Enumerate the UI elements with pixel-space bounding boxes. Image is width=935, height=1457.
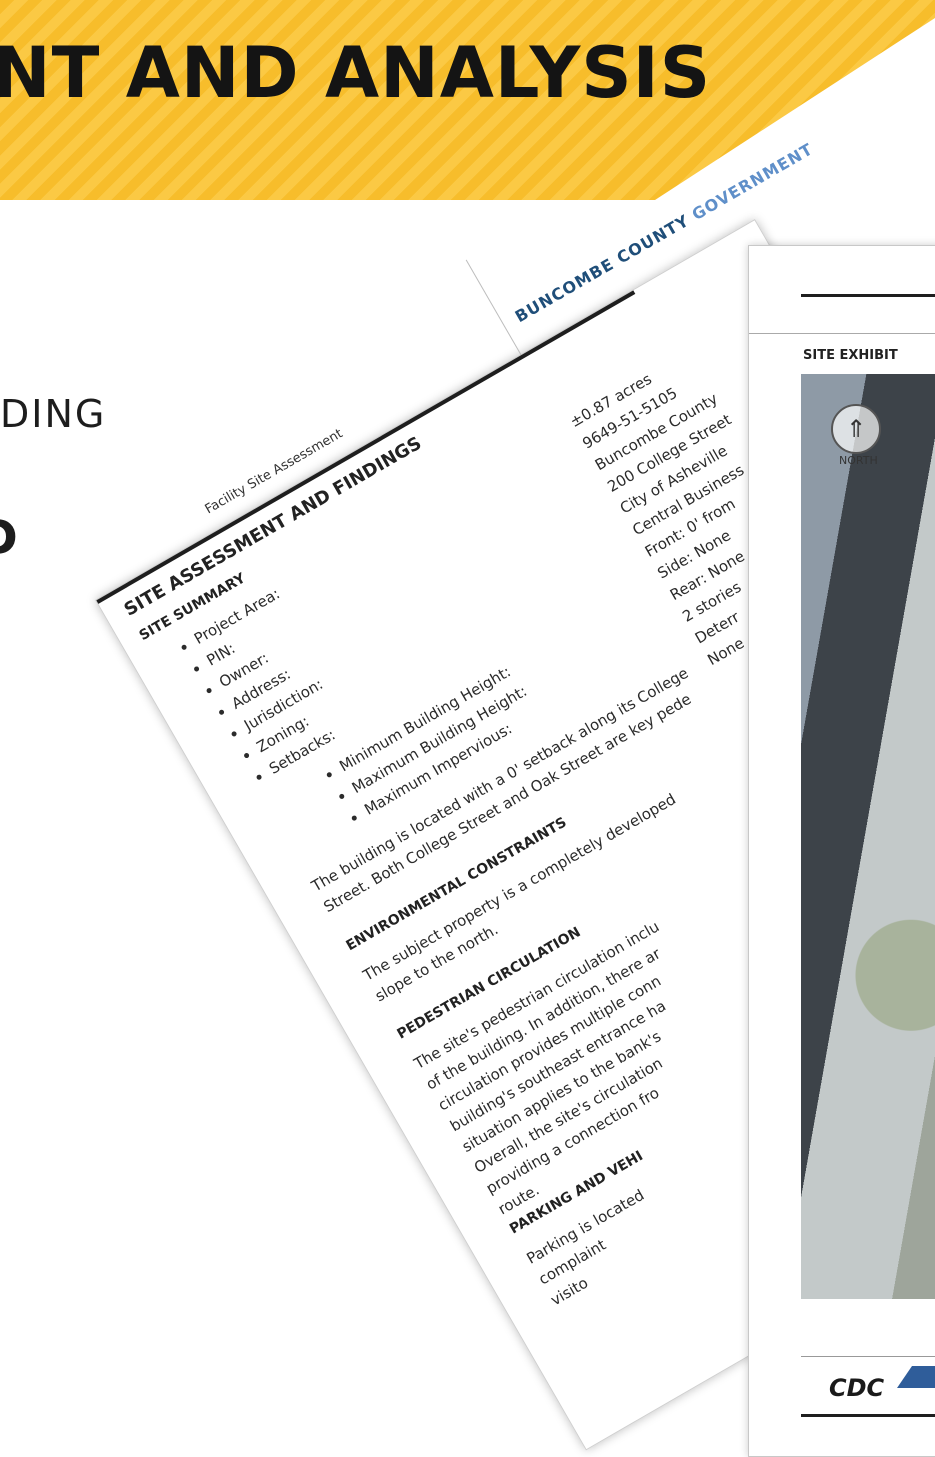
north-arrow-icon: ⇑ [831, 404, 881, 454]
site-exhibit-page: SITE EXHIBIT ⇑ NORTH CDC [748, 245, 935, 1457]
exhibit-footer-rule [801, 1356, 935, 1357]
north-label: NORTH [839, 454, 878, 467]
exhibit-thin-rule [749, 333, 935, 334]
aerial-site-map: ⇑ NORTH [801, 374, 935, 1299]
side-text-2: D [0, 510, 18, 566]
exhibit-header-rule [801, 294, 935, 297]
cdc-logo: CDC [829, 1374, 885, 1402]
banner-title: NT AND ANALYSIS [0, 32, 712, 114]
exhibit-bottom-rule [801, 1414, 935, 1417]
exhibit-title: SITE EXHIBIT [803, 348, 898, 363]
header-rule [96, 290, 636, 604]
side-text-1: DING [0, 392, 107, 436]
mountain-logo-icon [897, 1366, 935, 1388]
